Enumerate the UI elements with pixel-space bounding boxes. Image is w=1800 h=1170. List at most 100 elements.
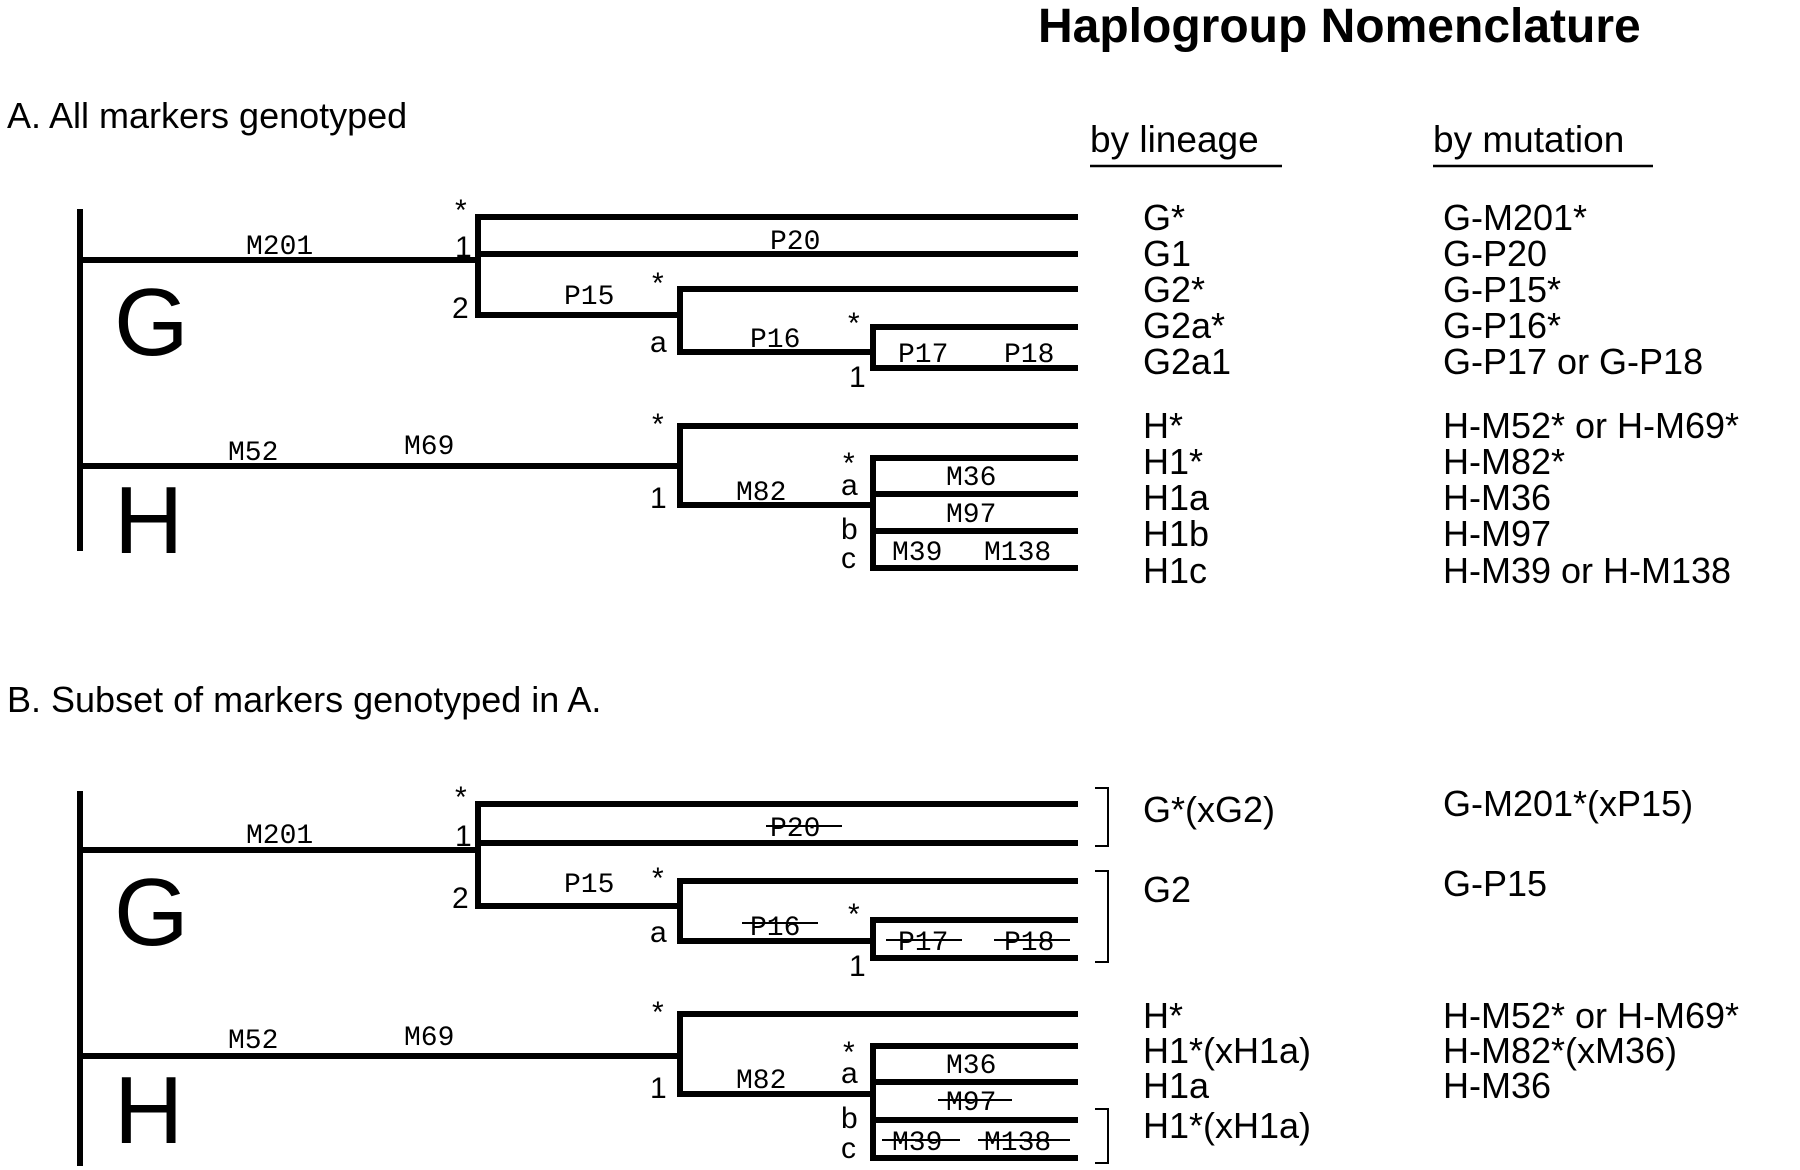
node-label-h-star: * bbox=[652, 408, 664, 441]
marker-m201: M201 bbox=[246, 232, 313, 263]
node-label-g2-star: * bbox=[652, 267, 664, 300]
lineage-label: G2* bbox=[1143, 269, 1205, 310]
marker-m201: M201 bbox=[246, 821, 313, 852]
node-label-h-1: 1 bbox=[650, 1072, 667, 1105]
mutation-label: G-P17 or G-P18 bbox=[1443, 341, 1703, 382]
marker-p20: P20 bbox=[770, 227, 820, 258]
marker-m138: M138 bbox=[984, 538, 1051, 569]
lineage-label: H1* bbox=[1143, 441, 1203, 482]
mutation-label: H-M36 bbox=[1443, 477, 1551, 518]
node-label-g-1: 1 bbox=[455, 820, 472, 853]
clade-label-g: G bbox=[114, 859, 189, 966]
marker-p18-struck: P18 bbox=[1004, 928, 1054, 959]
marker-m39: M39 bbox=[892, 538, 942, 569]
panel-b-tree bbox=[77, 791, 1078, 1166]
mutation-label: H-M82*(xM36) bbox=[1443, 1030, 1677, 1071]
node-label-g2a-star: * bbox=[848, 307, 860, 340]
marker-p16-struck: P16 bbox=[750, 913, 800, 944]
panel-b: B. Subset of markers genotyped in A. bbox=[7, 679, 1739, 1166]
lineage-label: G*(xG2) bbox=[1143, 789, 1275, 830]
node-label-h1-star: * bbox=[843, 447, 855, 480]
figure-title: Haplogroup Nomenclature bbox=[1038, 0, 1641, 53]
marker-m52: M52 bbox=[228, 438, 278, 469]
node-label-g-2: 2 bbox=[452, 292, 469, 325]
lineage-label: H1a bbox=[1143, 477, 1210, 518]
marker-p17-struck: P17 bbox=[898, 928, 948, 959]
node-label-g-2: 2 bbox=[452, 882, 469, 915]
mutation-label: G-M201*(xP15) bbox=[1443, 783, 1693, 824]
marker-m52: M52 bbox=[228, 1026, 278, 1057]
column-header-lineage: by lineage bbox=[1090, 119, 1259, 160]
panel-b-heading: B. Subset of markers genotyped in A. bbox=[7, 679, 601, 720]
node-label-h1-a: a bbox=[841, 1057, 858, 1090]
mutation-label: H-M36 bbox=[1443, 1065, 1551, 1106]
node-label-g2a-star: * bbox=[848, 898, 860, 931]
panel-a-heading: A. All markers genotyped bbox=[7, 95, 407, 136]
marker-m97: M97 bbox=[946, 500, 996, 531]
marker-m39-struck: M39 bbox=[892, 1128, 942, 1159]
mutation-label: G-M201* bbox=[1443, 197, 1587, 238]
marker-m138-struck: M138 bbox=[984, 1128, 1051, 1159]
mutation-label: G-P20 bbox=[1443, 233, 1547, 274]
node-label-h-1: 1 bbox=[650, 482, 667, 515]
lineage-label: H* bbox=[1143, 405, 1183, 446]
lineage-label: H1b bbox=[1143, 513, 1209, 554]
lineage-label: H1a bbox=[1143, 1065, 1210, 1106]
marker-m97-struck: M97 bbox=[946, 1088, 996, 1119]
lineage-label: H1c bbox=[1143, 550, 1207, 591]
node-label-h1-b: b bbox=[841, 513, 858, 546]
panel-b-nomenclature-rows: G*(xG2) G-M201*(xP15) G2 G-P15 H* H-M52*… bbox=[1143, 783, 1739, 1146]
lineage-label: G* bbox=[1143, 197, 1185, 238]
mutation-label: H-M82* bbox=[1443, 441, 1565, 482]
node-label-h1-a: a bbox=[841, 469, 858, 502]
node-label-h1-c: c bbox=[841, 542, 856, 575]
lineage-label: H* bbox=[1143, 995, 1183, 1036]
lineage-label: G1 bbox=[1143, 233, 1191, 274]
node-label-g-star: * bbox=[455, 781, 467, 814]
marker-p17: P17 bbox=[898, 340, 948, 371]
lineage-label: H1*(xH1a) bbox=[1143, 1030, 1311, 1071]
mutation-label: H-M97 bbox=[1443, 513, 1551, 554]
node-label-g-1: 1 bbox=[455, 231, 472, 264]
node-label-h1-c: c bbox=[841, 1132, 856, 1165]
node-label-h-star: * bbox=[652, 996, 664, 1029]
marker-p18: P18 bbox=[1004, 340, 1054, 371]
marker-m69: M69 bbox=[404, 432, 454, 463]
mutation-label: H-M52* or H-M69* bbox=[1443, 995, 1739, 1036]
node-label-g2a-1: 1 bbox=[849, 950, 866, 983]
clade-label-g: G bbox=[114, 269, 189, 376]
lineage-label: G2a* bbox=[1143, 305, 1225, 346]
marker-m82: M82 bbox=[736, 1066, 786, 1097]
lineage-label: G2 bbox=[1143, 869, 1191, 910]
marker-p15: P15 bbox=[564, 870, 614, 901]
marker-m82: M82 bbox=[736, 478, 786, 509]
marker-p15: P15 bbox=[564, 282, 614, 313]
mutation-label: H-M39 or H-M138 bbox=[1443, 550, 1731, 591]
bracket-g2 bbox=[1095, 870, 1109, 963]
mutation-label: G-P16* bbox=[1443, 305, 1561, 346]
node-label-g2-a: a bbox=[650, 916, 667, 949]
bracket-h1-bc bbox=[1095, 1108, 1109, 1164]
node-label-h1-b: b bbox=[841, 1102, 858, 1135]
marker-m69: M69 bbox=[404, 1023, 454, 1054]
panel-a-tree bbox=[77, 209, 1078, 571]
node-label-g2-star: * bbox=[652, 862, 664, 895]
panel-a: A. All markers genotyped bbox=[7, 95, 1739, 591]
mutation-label: G-P15* bbox=[1443, 269, 1561, 310]
node-label-g2a-1: 1 bbox=[849, 361, 866, 394]
bracket-g-star bbox=[1095, 787, 1109, 847]
mutation-label: H-M52* or H-M69* bbox=[1443, 405, 1739, 446]
clade-label-h: H bbox=[114, 1057, 183, 1164]
marker-m36: M36 bbox=[946, 1051, 996, 1082]
column-header-mutation: by mutation bbox=[1433, 119, 1624, 160]
clade-label-h: H bbox=[114, 467, 183, 574]
lineage-label: H1*(xH1a) bbox=[1143, 1105, 1311, 1146]
marker-p20-struck: P20 bbox=[770, 814, 820, 845]
panel-a-nomenclature-rows: G* G-M201* G1 G-P20 G2* G-P15* G2a* G-P1… bbox=[1143, 197, 1739, 591]
node-label-g2-a: a bbox=[650, 326, 667, 359]
marker-m36: M36 bbox=[946, 463, 996, 494]
mutation-label: G-P15 bbox=[1443, 863, 1547, 904]
lineage-label: G2a1 bbox=[1143, 341, 1231, 382]
node-label-h1-star: * bbox=[843, 1036, 855, 1069]
